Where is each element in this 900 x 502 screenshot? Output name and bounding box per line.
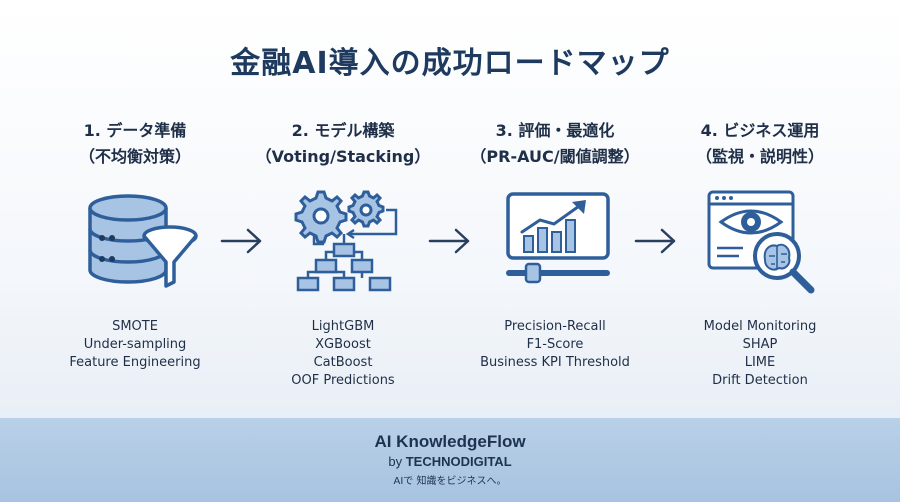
- list-item: Drift Detection: [712, 373, 808, 388]
- list-item: SMOTE: [112, 319, 158, 334]
- step-3: 3. 評価・最適化 （PR-AUC/閾値調整） Precision-Recall…: [450, 118, 660, 370]
- step-title: 3. 評価・最適化: [495, 121, 615, 140]
- list-item: Business KPI Threshold: [480, 355, 630, 370]
- list-item: Model Monitoring: [703, 319, 817, 334]
- gears-flowchart-icon: [294, 190, 398, 292]
- by-label: by: [388, 454, 403, 469]
- list-item: OOF Predictions: [291, 373, 395, 388]
- company-name: TECHNODIGITAL: [405, 454, 512, 469]
- database-funnel-icon: [88, 194, 198, 288]
- step-title: 4. ビジネス運用: [700, 121, 820, 140]
- list-item: XGBoost: [315, 337, 371, 352]
- step-subtitle: （不均衡対策）: [78, 147, 191, 166]
- list-item: Under-sampling: [83, 337, 187, 352]
- arrow-right-icon: [634, 228, 676, 254]
- footer-banner: AI KnowledgeFlow by TECHNODIGITAL AIで 知識…: [0, 418, 900, 502]
- step-4: 4. ビジネス運用 （監視・説明性） Model Monitoring SHAP…: [655, 118, 865, 388]
- list-item: LightGBM: [311, 319, 375, 334]
- brand-name: AI KnowledgeFlow: [374, 432, 526, 451]
- list-item: Precision-Recall: [504, 319, 606, 334]
- brand-byline: by TECHNODIGITAL: [0, 454, 900, 469]
- step-title: 1. データ準備: [83, 121, 187, 140]
- chart-slider-icon: [506, 192, 610, 284]
- list-item: CatBoost: [313, 355, 373, 370]
- step-subtitle: （監視・説明性）: [695, 147, 824, 166]
- arrow-right-icon: [428, 228, 470, 254]
- arrow-right-icon: [220, 228, 262, 254]
- step-1: 1. データ準備 （不均衡対策） SMOTE Under-sampling Fe…: [30, 118, 240, 370]
- step-2: 2. モデル構築 （Voting/Stacking） LightGBM: [238, 118, 448, 388]
- list-item: Feature Engineering: [69, 355, 201, 370]
- step-subtitle: （Voting/Stacking）: [255, 147, 431, 166]
- list-item: LIME: [744, 355, 776, 370]
- list-item: SHAP: [742, 337, 778, 352]
- step-subtitle: （PR-AUC/閾値調整）: [470, 147, 640, 166]
- page-title: 金融AI導入の成功ロードマップ: [230, 46, 670, 81]
- step-title: 2. モデル構築: [291, 121, 395, 140]
- monitor-eye-brain-icon: [707, 190, 815, 294]
- tagline: AIで 知識をビジネスへ。: [393, 476, 507, 487]
- list-item: F1-Score: [526, 337, 584, 352]
